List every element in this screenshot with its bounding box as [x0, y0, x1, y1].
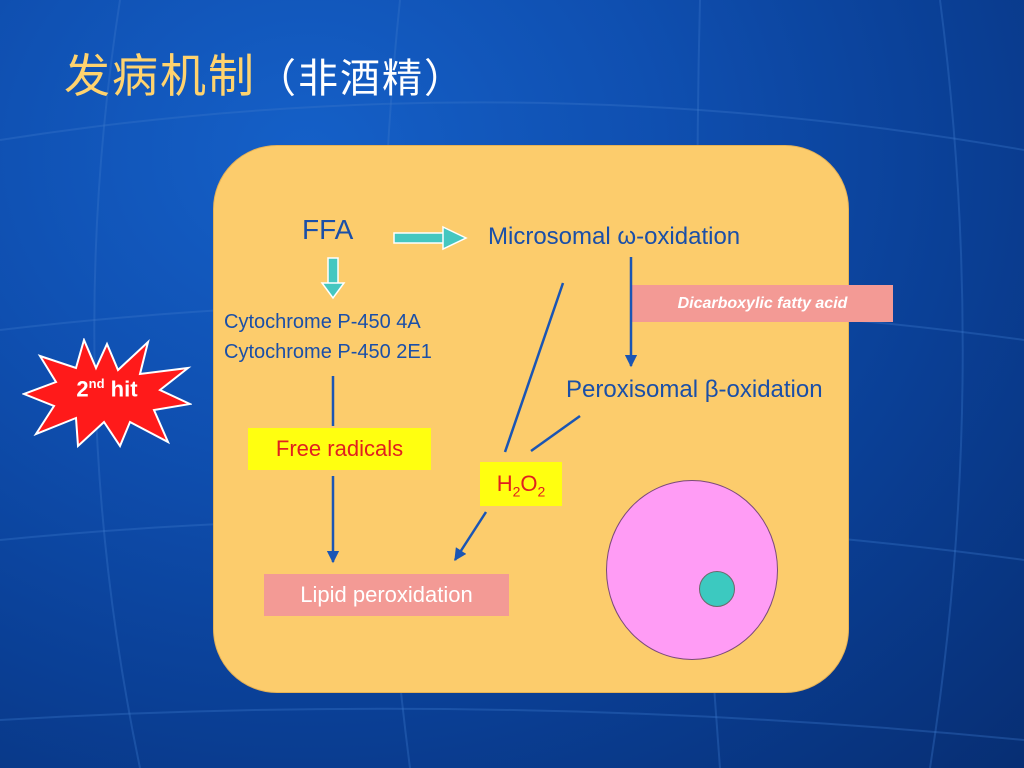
second-hit-suffix: nd: [88, 376, 105, 391]
second-hit-text: hit: [104, 376, 138, 402]
page-title: 发病机制（非酒精）: [64, 40, 466, 106]
free-radicals-box: Free radicals: [248, 428, 431, 470]
lipid-peroxidation-box: Lipid peroxidation: [264, 574, 509, 616]
burst-icon: [21, 337, 194, 449]
cytochrome-labels: Cytochrome P-450 4A Cytochrome P-450 2E1: [224, 307, 432, 367]
cell-nucleus: [606, 480, 778, 660]
cytochrome-4a-label: Cytochrome P-450 4A: [224, 311, 421, 333]
second-hit-number: 2: [76, 376, 89, 402]
cytochrome-2e1-label: Cytochrome P-450 2E1: [224, 341, 432, 363]
title-subtitle: （非酒精）: [256, 56, 466, 102]
second-hit-burst: 2nd hit: [21, 337, 194, 450]
h2o2-sub-1: 2: [512, 483, 521, 500]
h2o2-sub-2: 2: [537, 483, 546, 500]
cell-nucleolus: [699, 571, 735, 607]
h2o2-box: H2O2: [480, 462, 562, 506]
microsomal-oxidation-label: Microsomal ω-oxidation: [488, 223, 741, 250]
second-hit-label: 2nd hit: [22, 376, 192, 402]
h2o2-h: H: [496, 471, 513, 496]
peroxisomal-oxidation-label: Peroxisomal β-oxidation: [566, 376, 823, 403]
h2o2-o: O: [520, 471, 538, 496]
ffa-label: FFA: [302, 214, 354, 245]
dicarboxylic-fatty-acid-box: Dicarboxylic fatty acid: [632, 285, 893, 322]
title-main: 发病机制: [64, 49, 256, 103]
